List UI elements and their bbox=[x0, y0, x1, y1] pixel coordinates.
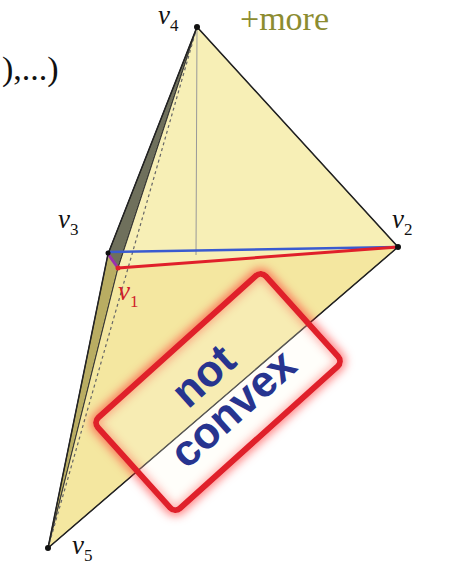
vertex-label: ν4 bbox=[158, 2, 178, 29]
outline bbox=[48, 27, 398, 548]
vertex-dot bbox=[116, 266, 121, 271]
red-edge bbox=[118, 247, 398, 268]
hidden-edge bbox=[196, 27, 197, 255]
vertex-label: ν3 bbox=[58, 206, 78, 233]
vertex-label: ν2 bbox=[392, 206, 412, 233]
purple-edge bbox=[108, 254, 118, 268]
vertex-dot bbox=[395, 244, 401, 250]
face bbox=[118, 27, 398, 268]
vertex-dot bbox=[194, 24, 200, 30]
vertex-dot bbox=[106, 251, 111, 256]
vertex-label: ν5 bbox=[72, 532, 92, 559]
vertex-label: ν1 bbox=[118, 278, 138, 305]
note-text: +more bbox=[240, 2, 329, 36]
formula-fragment: ),...) bbox=[2, 52, 59, 86]
vertex-dot bbox=[45, 545, 51, 551]
